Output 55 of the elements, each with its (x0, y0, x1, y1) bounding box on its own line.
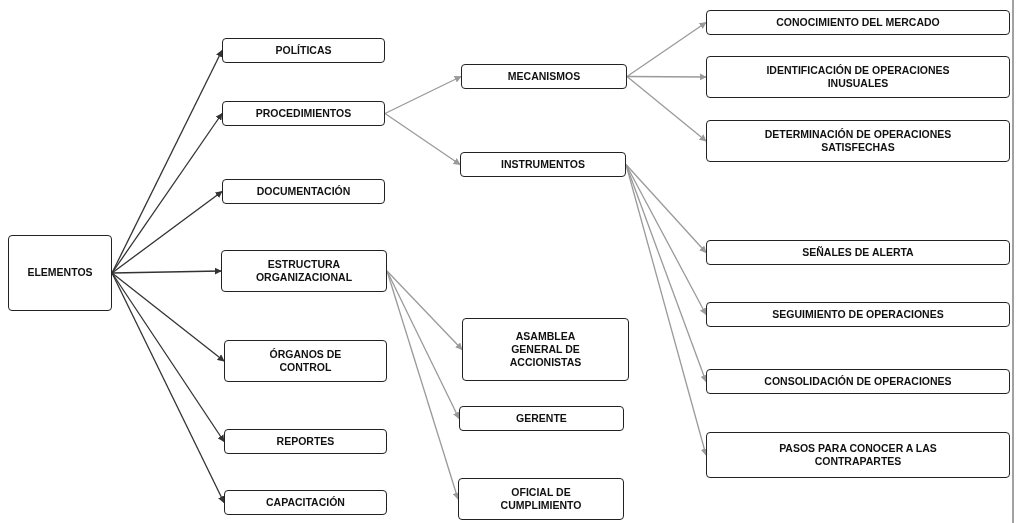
root-box (8, 235, 112, 311)
node-label: DETERMINACIÓN DE OPERACIONES SATISFECHAS (763, 127, 953, 155)
concept-box (459, 406, 624, 431)
node-label: IDENTIFICACIÓN DE OPERACIONES INUSUALES (765, 63, 951, 91)
concept-box (222, 38, 385, 63)
node-label: GERENTE (516, 411, 567, 426)
node-label: OFICIAL DE CUMPLIMIENTO (499, 485, 583, 513)
arrow (111, 272, 225, 504)
concept-box (706, 56, 1010, 98)
arrow (111, 272, 225, 362)
node-label: ESTRUCTURA ORGANIZACIONAL (254, 257, 354, 285)
node-label: SEGUIMIENTO DE OPERACIONES (772, 307, 944, 322)
concept-box (461, 64, 627, 89)
node-label: PROCEDIMIENTOS (255, 106, 352, 121)
node-label: POLÍTICAS (275, 43, 332, 58)
node-label: PASOS PARA CONOCER A LAS CONTRAPARTES (778, 441, 938, 469)
arrow (626, 75, 707, 142)
arrow (384, 75, 462, 115)
concept-box (706, 240, 1010, 265)
node-label: REPORTES (276, 434, 335, 449)
concept-box (224, 490, 387, 515)
concept-box (222, 101, 385, 126)
arrow (111, 272, 225, 443)
node-label: ÓRGANOS DE CONTROL (268, 347, 343, 375)
node-label: CONOCIMIENTO DEL MERCADO (776, 15, 940, 30)
concept-box (222, 179, 385, 204)
concept-box (460, 152, 626, 177)
concept-box (224, 340, 387, 382)
concept-box (458, 478, 624, 520)
arrow (625, 163, 707, 254)
concept-box (224, 429, 387, 454)
arrow (626, 21, 707, 78)
node-label: MECANISMOS (507, 69, 581, 84)
node-label: CONSOLIDACIÓN DE OPERACIONES (764, 374, 952, 389)
arrow (111, 190, 223, 274)
arrow (626, 73, 707, 81)
node-label: CAPACITACIÓN (266, 495, 345, 510)
concept-box (706, 10, 1010, 35)
node-label: ASAMBLEA GENERAL DE ACCIONISTAS (508, 329, 583, 370)
node-label: ELEMENTOS (27, 266, 93, 280)
node-label: SEÑALES DE ALERTA (802, 245, 914, 260)
arrow (111, 49, 223, 274)
node-label: DOCUMENTACIÓN (256, 184, 351, 199)
concept-box (706, 369, 1010, 394)
arrow (111, 267, 222, 275)
node-label: INSTRUMENTOS (501, 157, 585, 172)
concept-box (462, 318, 629, 381)
arrow (386, 270, 460, 420)
concept-box (706, 120, 1010, 162)
arrow (386, 270, 463, 351)
concept-box (221, 250, 387, 292)
arrow (111, 112, 223, 274)
arrow (384, 112, 461, 166)
concept-box (706, 432, 1010, 478)
concept-box (706, 302, 1010, 327)
